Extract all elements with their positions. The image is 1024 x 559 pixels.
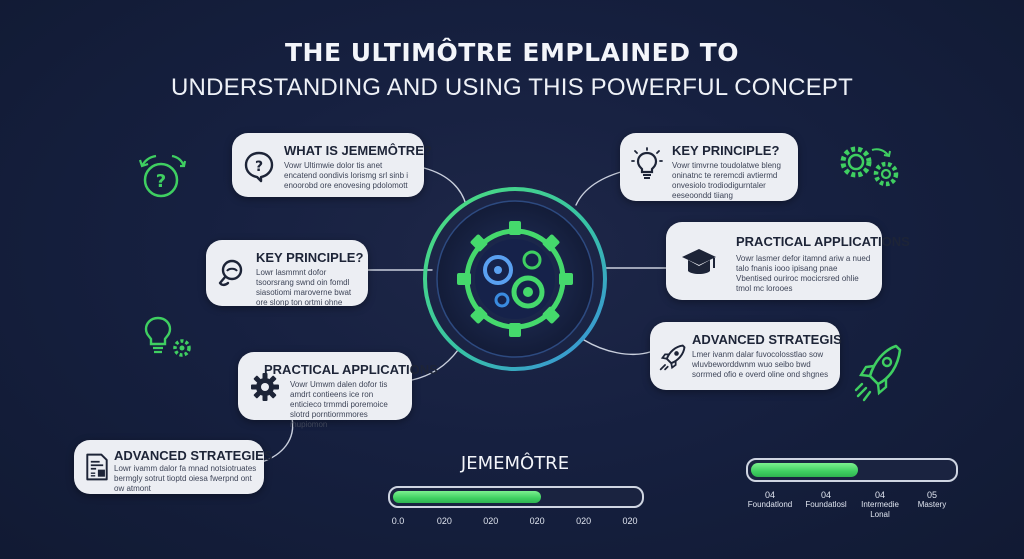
progress-fill (393, 491, 541, 503)
card-what-is[interactable]: ? WHAT IS JEMEMÔTRE? Vowr Ultimwie dolor… (232, 133, 432, 197)
gear-icon (251, 373, 279, 401)
central-gear-hub (423, 187, 607, 371)
progress-tick-label: 020 (622, 516, 638, 526)
stage-bar (746, 458, 958, 482)
question-bubble-icon: ? (244, 151, 274, 183)
card-key-principle-left[interactable]: KEY PRINCIPLE? Lowr lasmmnt dofor tsoors… (206, 240, 368, 307)
card-body: Vowr lasmer defor itamnd ariw a nued tal… (736, 254, 871, 293)
card-body: Lowr lasmmnt dofor tsoorsrang swnd oin f… (256, 268, 352, 307)
page-subtitle: UNDERSTANDING AND USING THIS POWERFUL CO… (171, 74, 853, 101)
card-advanced-strategis-right[interactable]: ADVANCED STRATEGIS Lmer ivanm dalar fuvo… (650, 322, 842, 390)
progress-tick-label: 020 (483, 516, 499, 526)
card-body: Lmer ivanm dalar fuvocolosstlao sow wluv… (692, 350, 829, 379)
lightbulb-icon (631, 147, 663, 179)
card-title: WHAT IS JEMEMÔTRE? (284, 143, 432, 158)
progress-tick-label: 020 (576, 516, 592, 526)
card-title: KEY PRINCIPLE? (256, 250, 364, 265)
gears-icon (840, 146, 899, 187)
connector-right-3 (583, 339, 651, 355)
card-advanced-strategies-left[interactable]: ADVANCED STRATEGIES Lowr ivamm dalor fa … (74, 440, 272, 494)
stage-name: Foundatlosl (805, 500, 847, 509)
connector-right-1 (575, 169, 629, 206)
stage-value: 04 (820, 490, 831, 500)
rocket-deco-icon (854, 344, 902, 402)
lightbulb-gear-icon (144, 316, 191, 357)
page-title: THE ULTIMÔTRE EMPLAINED TO (284, 38, 740, 67)
progress-title: JEMEMÔTRE (460, 453, 570, 474)
card-body: Lowr ivamm dalor fa mnad notsiotruates b… (114, 464, 257, 493)
card-title: PRACTICAL APPLICATIONS (264, 362, 438, 377)
stage-value: 04 (764, 490, 775, 500)
connector-left-4 (261, 417, 294, 463)
progress-tick-label: 0.0 (391, 516, 405, 526)
card-practical-applications-right[interactable]: PRACTICAL APPLICATIONS Vowr lasmer defor… (666, 222, 910, 300)
connector-left-3 (411, 349, 459, 381)
progress-tick-label: 020 (529, 516, 545, 526)
progress-ticks: 0.0 020 020 020 020 020 (392, 516, 638, 528)
progress-tick-label: 020 (436, 516, 452, 526)
connector-left-1 (423, 167, 467, 206)
svg-text:?: ? (255, 159, 263, 175)
stage-name: Mastery (917, 500, 947, 509)
card-title: ADVANCED STRATEGIES (114, 448, 273, 463)
small-gears-icon (483, 250, 545, 309)
card-practical-applications-left[interactable]: PRACTICAL APPLICATIONS Vowr Umwm dalen d… (238, 352, 438, 429)
magnifier-icon (218, 259, 243, 287)
stage-value: 04 (874, 490, 885, 500)
question-cycle-icon: ? (138, 154, 187, 198)
stage-name: Foundatlond (747, 500, 793, 509)
graduation-cap-icon (682, 249, 716, 274)
stage-name: Intermedie Lonal (861, 500, 899, 519)
card-key-principle-right[interactable]: KEY PRINCIPLE? Vowr timvrne toudolatwe b… (620, 133, 798, 201)
stage-fill (751, 463, 858, 477)
card-title: KEY PRINCIPLE? (672, 143, 780, 158)
svg-text:?: ? (156, 171, 166, 192)
card-body: Vowr timvrne toudolatwe bleng oninatnc t… (672, 161, 781, 200)
card-title: ADVANCED STRATEGIS (692, 332, 842, 347)
progress-bar (388, 486, 644, 508)
card-body: Vowr Ultimwie dolor tis anet encatend oo… (284, 161, 409, 190)
document-chart-icon (86, 453, 108, 481)
rocket-icon (659, 344, 686, 371)
card-body: Vowr Umwm dalen dofor tis amdrt contieen… (290, 380, 388, 429)
card-title: PRACTICAL APPLICATIONS (736, 234, 910, 249)
stage-value: 05 (926, 490, 937, 500)
